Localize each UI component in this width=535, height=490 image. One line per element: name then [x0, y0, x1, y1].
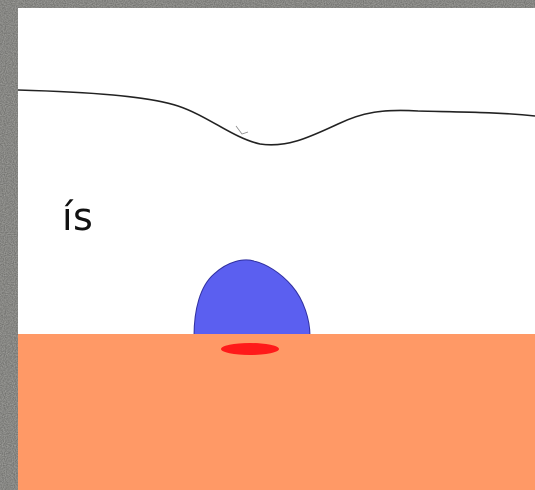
melt-lens — [221, 343, 279, 355]
diagram-panel — [18, 8, 535, 490]
bedrock-layer — [18, 334, 535, 490]
ice-label: ís — [62, 198, 93, 236]
